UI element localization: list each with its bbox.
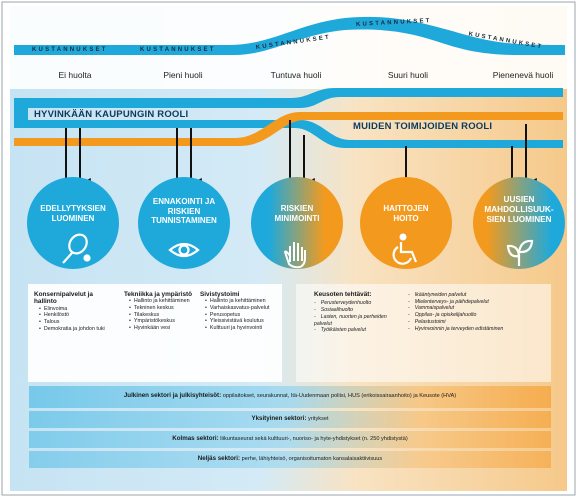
list-item: Oppilas- ja opiskelijahuolto: [408, 312, 550, 319]
sector-fourth: Neljäs sektori: perhe, lähiyhteisö, orga…: [29, 455, 551, 462]
hand-icon: [283, 242, 306, 269]
column-heading: Sivistystoimi: [200, 291, 240, 298]
list-item: Hallinto ja kehittäminen: [129, 298, 196, 305]
list-item: Tilakeskus: [129, 312, 196, 319]
list-item: Kulttuuri ja hyvinvointi: [205, 325, 280, 332]
list-item: Työikäisten palvelut: [314, 327, 406, 334]
circle-title-enabling: EDELLYTYKSIEN LUOMINEN: [40, 204, 106, 223]
tennis-racket-icon: [62, 233, 91, 264]
sector-name: Julkinen sektori ja julkisyhteisöt:: [123, 392, 222, 399]
sector-text: yritykset: [306, 416, 329, 422]
keusote-left: Keusoten tehtävät: Perusterveydenhuolto …: [314, 291, 406, 334]
list-item: Yleissivistävä koulutus: [205, 318, 280, 325]
list-item: Lasten, nuorten ja perheiden palvelut: [314, 314, 406, 327]
list-item: Tekninen keskus: [129, 305, 196, 312]
list-item: Sosiaalihuolto: [314, 307, 406, 314]
list-item: Ympäristökeskus: [129, 318, 196, 325]
sector-name: Kolmas sektori:: [172, 435, 219, 442]
cost-label-2: KUSTANNUKSET: [140, 47, 216, 53]
column-heading: Tekniikka ja ympäristö: [124, 291, 193, 298]
circle-title-anticipation: ENNAKOINTI JA RISKIEN TUNNISTAMINEN: [151, 197, 217, 225]
eye-icon: [168, 242, 200, 258]
list-item: Demokratia ja johdon tuki: [39, 326, 112, 333]
others-role-label: MUIDEN TOIMIJOIDEN ROOLI: [353, 121, 493, 132]
column-education: Sivistystoimi Hallinto ja kehittäminen V…: [200, 291, 280, 331]
sector-third: Kolmas sektori: liikuntaseurat sekä kult…: [29, 435, 551, 442]
sector-name: Neljäs sektori:: [197, 455, 241, 462]
list-item: Perusopetus: [205, 312, 280, 319]
column-group-services: Konsernipalvelut ja hallinto Elinvoima H…: [34, 291, 112, 332]
level-small: Pieni huoli: [163, 70, 203, 80]
list-item: Elinvoima: [39, 306, 112, 313]
list-item: Varhaiskasvatus-palvelut: [205, 305, 280, 312]
list-item: Hyvinvoinnin ja terveyden edistäminen: [408, 326, 550, 333]
column-heading: Konsernipalvelut ja hallinto: [34, 291, 93, 306]
list-item: Hyvinkään vesi: [129, 325, 196, 332]
list-item: Pelastustoimi: [408, 319, 550, 326]
list-item: Hallinto ja kehittäminen: [205, 298, 280, 305]
wheelchair-icon: [392, 233, 418, 265]
level-noticeable: Tuntuva huoli: [270, 70, 322, 80]
circle-title-harm-treatment: HAITTOJEN HOITO: [383, 204, 429, 223]
circle-title-risk-minimisation: RISKIEN MINIMOINTI: [274, 204, 320, 223]
list-item: Vammaispalvelut: [408, 305, 550, 312]
keusote-heading: Keusoten tehtävät:: [314, 291, 372, 298]
sector-text: perhe, lähiyhteisö, organisoitumaton kan…: [240, 456, 383, 462]
arrows: [64, 120, 537, 190]
sector-text: liikuntaseurat sekä kulttuuri-, nuoriso-…: [218, 436, 408, 442]
sector-name: Yksityinen sektori:: [251, 415, 307, 422]
list-item: Talous: [39, 319, 112, 326]
sprout-icon: [506, 239, 534, 266]
level-decreasing: Pienenevä huoli: [492, 70, 554, 80]
keusote-right: Ikääntyneiden palvelut Mielenterveys- ja…: [408, 292, 550, 332]
list-item: Perusterveydenhuolto: [314, 300, 406, 307]
city-role-label: HYVINKÄÄN KAUPUNGIN ROOLI: [34, 109, 189, 120]
level-none: Ei huolta: [58, 70, 92, 80]
sector-public: Julkinen sektori ja julkisyhteisöt: oppi…: [29, 392, 551, 399]
cost-label-1: KUSTANNUKSET: [32, 47, 108, 53]
column-technology-environment: Tekniikka ja ympäristö Hallinto ja kehit…: [124, 291, 196, 331]
list-item: Henkilöstö: [39, 312, 112, 319]
level-large: Suuri huoli: [387, 70, 429, 80]
list-item: Mielenterveys- ja päihdepalvelut: [408, 299, 550, 306]
sector-text: oppilaitokset, seurakunnat, Itä-Uudenmaa…: [221, 393, 457, 399]
circle-title-new-opportunities: UUSIEN MAHDOLLISUUK- SIEN LUOMINEN: [484, 195, 554, 224]
list-item: Ikääntyneiden palvelut: [408, 292, 550, 299]
sector-private: Yksityinen sektori: yritykset: [29, 415, 551, 422]
